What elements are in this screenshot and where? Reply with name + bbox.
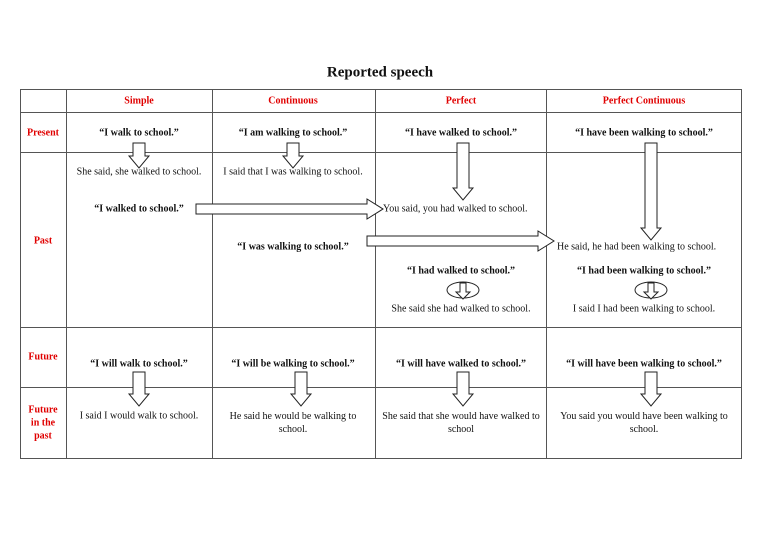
down-arrow-icon — [289, 371, 313, 407]
present-continuous: “I am walking to school.” — [238, 127, 348, 139]
row-label-future-past-1: Future — [28, 404, 58, 416]
down-arrow-icon — [127, 371, 151, 407]
right-arrow-icon — [195, 198, 384, 220]
row-label-past: Past — [33, 235, 53, 247]
future-past-continuous: He said he would be walking to school. — [229, 411, 357, 435]
past-pc-from-continuous: He said, he had been walking to school. — [557, 241, 717, 253]
row-label-future-past-3: past — [34, 430, 52, 442]
past-perfect-from-simple: You said, you had walked to school. — [383, 203, 528, 215]
right-arrow-icon — [366, 230, 555, 252]
present-perfect: “I have walked to school.” — [405, 127, 517, 139]
down-arrow-icon — [639, 142, 663, 241]
past-continuous-direct: “I was walking to school.” — [237, 241, 349, 253]
past-perfect-direct: “I had walked to school.” — [406, 265, 516, 277]
present-perfect-continuous: “I have been walking to school.” — [575, 127, 713, 139]
future-perfect: “I will have walked to school.” — [395, 358, 527, 370]
down-arrow-icon — [451, 142, 475, 201]
row-label-future-past-2: in the — [30, 417, 56, 429]
past-pc-reported: I said I had been walking to school. — [572, 303, 716, 315]
past-continuous-reported: I said that I was walking to school. — [223, 166, 363, 178]
past-perfect-reported: She said she had walked to school. — [391, 303, 531, 315]
header-perfect: Perfect — [445, 95, 477, 107]
row-label-present: Present — [26, 127, 60, 139]
future-simple: “I will walk to school.” — [90, 358, 188, 370]
row-label-future: Future — [28, 351, 58, 363]
future-past-simple: I said I would walk to school. — [79, 410, 199, 422]
down-arrow-icon — [127, 142, 151, 169]
down-arrow-icon — [639, 371, 663, 407]
header-perfect-continuous: Perfect Continuous — [602, 95, 686, 107]
header-simple: Simple — [124, 95, 154, 107]
down-arrow-icon — [281, 142, 305, 169]
down-arrow-icon — [642, 282, 660, 300]
present-simple: “I walk to school.” — [99, 127, 179, 139]
page-title: Reported speech — [326, 64, 434, 81]
future-continuous: “I will be walking to school.” — [231, 358, 355, 370]
past-simple-direct: “I walked to school.” — [94, 203, 184, 215]
header-continuous: Continuous — [268, 95, 318, 107]
future-perfect-continuous: “I will have been walking to school.” — [566, 358, 722, 370]
down-arrow-icon — [451, 371, 475, 407]
past-pc-direct: “I had been walking to school.” — [577, 265, 711, 277]
future-past-perfect: She said that she would have walked to s… — [382, 411, 540, 435]
future-past-perfect-continuous: You said you would have been walking to … — [560, 411, 728, 435]
down-arrow-icon — [454, 282, 472, 300]
past-simple-reported: She said, she walked to school. — [76, 166, 202, 178]
